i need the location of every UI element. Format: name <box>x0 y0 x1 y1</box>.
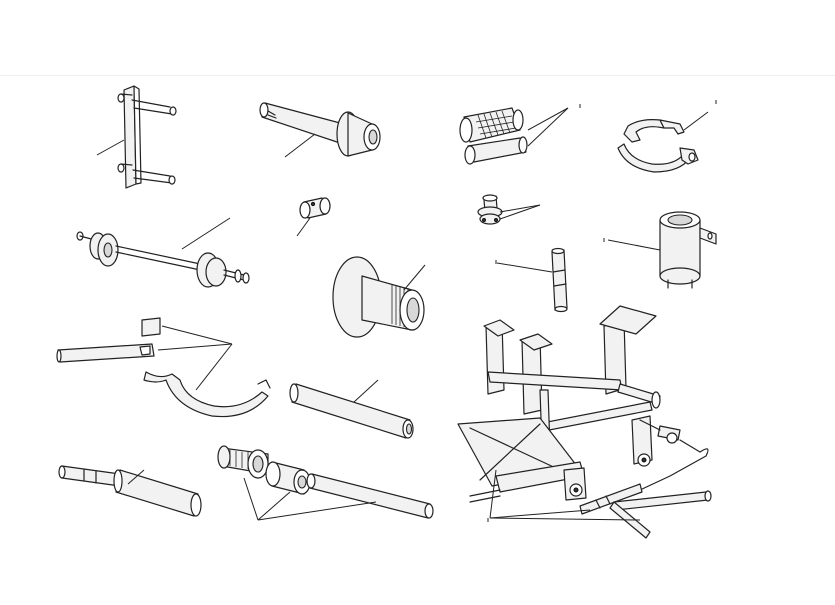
split-knurled-sleeve <box>459 107 569 165</box>
bearing-puller-shaft <box>76 217 250 288</box>
small-pin-collar <box>296 197 331 237</box>
callout-ticks <box>487 100 717 522</box>
rod-with-notches <box>496 247 568 313</box>
ring-spanner <box>617 111 709 173</box>
stepped-pin-driver <box>58 465 202 517</box>
flat-bar-and-hook-wrench <box>56 317 271 418</box>
knurled-drift-set <box>217 445 434 521</box>
threaded-bush-tool <box>332 256 426 338</box>
cylindrical-rod <box>289 379 414 439</box>
jack-handle-and-l-key <box>489 483 712 539</box>
top-divider <box>0 75 835 76</box>
engine-stand-jack <box>457 305 709 519</box>
stepped-plug <box>477 194 541 225</box>
locking-pin-plate <box>96 85 177 189</box>
drift-with-flange <box>259 102 381 158</box>
socket-with-lug <box>607 211 717 289</box>
